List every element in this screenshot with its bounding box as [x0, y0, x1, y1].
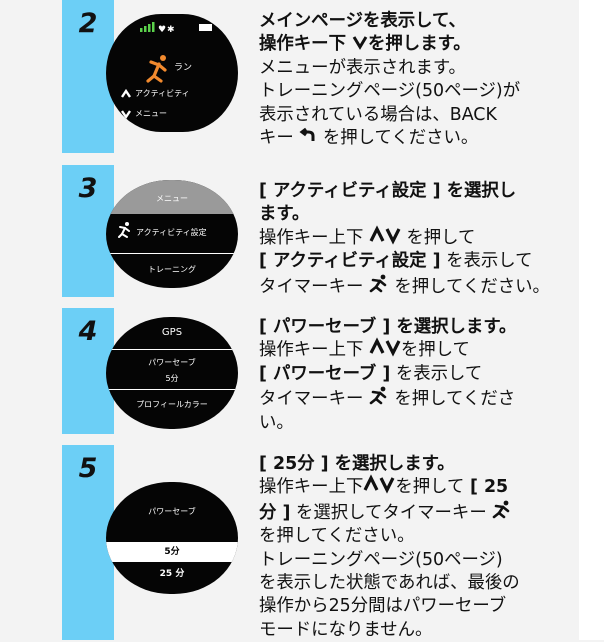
instruction-text: を選択してタイマーキー — [290, 502, 493, 523]
step-bar-5: 5 — [62, 445, 114, 640]
instruction-text: 操作キー下 — [259, 34, 353, 55]
watch-screen-settings: GPS パワーセーブ 5分 プロフィールカラー — [106, 317, 238, 429]
back-arrow-icon — [299, 127, 315, 142]
down-chevron-icon — [121, 110, 131, 120]
instruction-text: [ パワーセーブ ] — [259, 363, 391, 384]
instruction-text: を押してください。 — [317, 128, 479, 149]
instruction-line: [ パワーセーブ ] を表示して — [259, 363, 559, 386]
instruction-line: [ 25分 ] を選択します。 — [259, 454, 455, 474]
battery-icon — [199, 24, 212, 31]
step-bar-3: 3 — [62, 165, 114, 297]
step-text-4: [ パワーセーブ ] を選択します。 操作キー上下 を押して [ パワーセーブ … — [259, 316, 559, 435]
watch-training-option: トレーニング — [148, 265, 196, 274]
heart-icon: ♥ — [158, 25, 166, 35]
watch-screen-main: ♥ ✱ ラン アクティビティ メニュー — [106, 14, 238, 132]
instruction-line: 操作キー上下 を押して — [259, 225, 559, 250]
up-down-chevrons-icon — [369, 225, 401, 245]
instruction-text: を押します。 — [368, 34, 471, 55]
watch-activity-settings: アクティビティ設定 — [136, 228, 207, 237]
watch-menu-title: メニュー — [156, 194, 188, 203]
watch-divider — [106, 389, 238, 390]
instruction-text: [ アクティビティ設定 ] — [259, 251, 441, 272]
instruction-line: [ アクティビティ設定 ] を表示して — [259, 250, 559, 273]
up-chevron-icon — [121, 88, 131, 98]
instruction-line: 操作キー下 を押します。 — [259, 33, 559, 56]
instruction-line: [ パワーセーブ ] を選択します。 — [259, 317, 517, 337]
watch-power-save-value: 5分 — [165, 374, 179, 383]
down-chevron-icon — [352, 36, 368, 51]
watch-menu-option: メニュー — [135, 109, 167, 118]
watch-screen-power-save: パワーセーブ 5分 25 分 — [106, 482, 238, 594]
watch-activity-label: ラン — [174, 63, 193, 73]
instruction-line: 表示されている場合は、BACK — [259, 104, 497, 125]
bluetooth-icon: ✱ — [167, 25, 175, 35]
instruction-text: キー — [259, 128, 300, 149]
instruction-text: タイマーキー — [259, 389, 369, 410]
instruction-text: を押して — [395, 477, 470, 498]
instruction-line: 操作から25分間はパワーセーブ — [259, 596, 507, 617]
instruction-line: タイマーキー を押してくださ — [259, 386, 559, 411]
watch-header-bar — [106, 180, 238, 214]
instruction-text: 操作キー上下 — [259, 227, 369, 248]
instruction-line: 操作キー上下 を押して [ 25 — [259, 474, 559, 499]
instruction-text: [ 25 — [469, 477, 509, 498]
page-margin — [579, 0, 604, 640]
watch-screen-menu: メニュー アクティビティ設定 トレーニング — [106, 180, 238, 288]
instruction-line: トレーニングページ(50ページ)が — [259, 81, 521, 102]
instruction-line: ます。 — [259, 204, 310, 225]
up-down-chevrons-icon — [363, 474, 395, 494]
up-down-chevrons-icon — [369, 337, 401, 357]
instruction-text: を押してください。 — [388, 276, 550, 297]
step-text-3: [ アクティビティ設定 ] を選択し ます。 操作キー上下 を押して [ アクテ… — [259, 180, 559, 299]
instruction-line: い。 — [259, 412, 294, 433]
instruction-line: 分 ] を選択してタイマーキー — [259, 500, 559, 525]
step-bar-4: 4 — [62, 308, 114, 434]
step-number: 2 — [78, 8, 98, 39]
watch-main-graphics: ♥ ✱ — [121, 22, 212, 120]
instruction-line: タイマーキー を押してください。 — [259, 274, 559, 299]
instruction-line: を押してください。 — [259, 526, 415, 547]
watch-activity-option: アクティビティ — [135, 89, 190, 98]
watch-power-save-title: パワーセーブ — [148, 507, 196, 516]
instruction-line: キー を押してください。 — [259, 127, 559, 150]
instruction-text: を押してくださ — [388, 389, 516, 410]
watch-option-5min: 5分 — [106, 542, 238, 562]
runner-icon — [369, 386, 387, 405]
runner-icon — [492, 500, 510, 519]
runner-icon — [369, 274, 387, 292]
instruction-line: トレーニングページ(50ページ) — [259, 549, 503, 570]
instruction-line: モードになりません。 — [259, 619, 433, 640]
step-number: 4 — [78, 316, 98, 347]
watch-divider — [106, 253, 238, 254]
instruction-line: メインページを表示して、 — [259, 11, 466, 31]
watch-power-save-option: パワーセーブ — [148, 358, 196, 367]
step-number: 3 — [78, 173, 98, 204]
instruction-text: を表示して — [390, 363, 483, 384]
instruction-line: 操作キー上下 を押して — [259, 337, 559, 362]
instruction-text: を表示して — [440, 251, 533, 272]
step-number: 5 — [78, 453, 98, 484]
watch-option-25min: 25 分 — [159, 569, 185, 579]
watch-profile-color-option: プロフィールカラー — [136, 400, 208, 409]
step-text-5: [ 25分 ] を選択します。 操作キー上下 を押して [ 25 分 ] を選択し… — [259, 453, 559, 642]
instruction-line: メニューが表示されます。 — [259, 57, 466, 78]
instruction-text: 操作キー上下 — [259, 477, 364, 498]
instruction-text: を押して — [400, 340, 470, 361]
instruction-text: タイマーキー — [259, 276, 369, 297]
step-text-2: メインページを表示して、 操作キー下 を押します。 メニューが表示されます。 ト… — [259, 10, 559, 150]
instruction-text: を押して — [400, 227, 476, 248]
signal-icon — [140, 22, 155, 32]
instruction-line: を表示した状態であれば、最後の — [259, 573, 520, 594]
step-bar-2: 2 — [62, 0, 114, 153]
runner-icon — [118, 222, 130, 238]
instruction-text: 操作キー上下 — [259, 340, 369, 361]
instruction-line: [ アクティビティ設定 ] を選択し — [259, 181, 517, 201]
watch-divider — [106, 349, 238, 350]
runner-orange-icon — [146, 55, 167, 83]
instruction-text: 分 ] — [259, 502, 291, 523]
watch-gps-option: GPS — [161, 327, 183, 338]
